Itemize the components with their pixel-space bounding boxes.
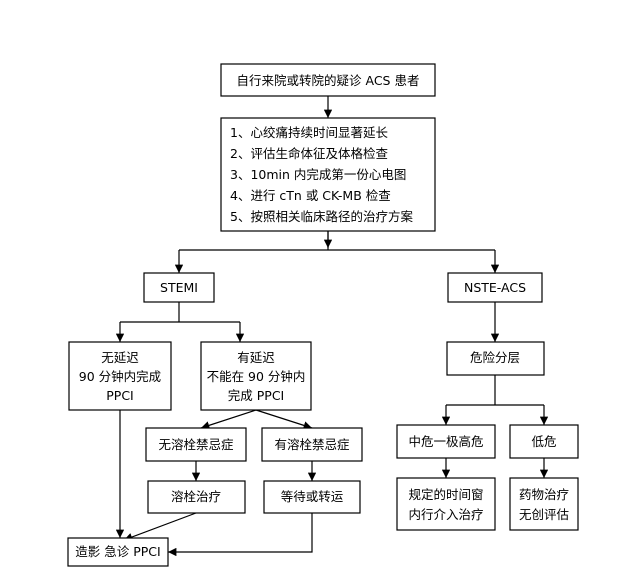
node-no-delay-line-1: 无延迟 [101,350,139,365]
node-mid-high-box [396,424,496,459]
node-wait-transfer-box [263,480,361,514]
node-no-contra: 无溶栓禁忌症 [145,427,247,462]
node-drug-box [509,477,579,531]
node-thrombolysis: 溶栓治疗 [147,480,246,514]
node-assess: 1、心绞痛持续时间显著延长 2、评估生命体征及体格检查 3、10min 内完成第… [220,117,436,232]
node-has-contra-box [261,427,363,462]
node-assess-line-5: 5、按照相关临床路径的治疗方案 [230,209,413,224]
edge-wait-angio [168,513,313,557]
node-angio: 造影 急诊 PPCI [67,537,169,567]
node-no-delay-line-2: 90 分钟内完成 [79,369,161,384]
node-wait-transfer-line-1: 等待或转运 [281,489,344,504]
node-delay-box [200,341,312,411]
node-start-box [220,63,436,97]
node-stemi-line-1: STEMI [160,280,198,295]
node-low: 低危 [509,424,579,459]
node-assess-line-3: 3、10min 内完成第一份心电图 [230,167,406,182]
node-no-delay-box [68,341,172,411]
node-no-delay: 无延迟 90 分钟内完成 PPCI [68,341,172,411]
node-stemi-box [143,272,215,303]
node-angio-box [67,537,169,567]
node-nste-line-1: NSTE-ACS [464,280,526,295]
node-start: 自行来院或转院的疑诊 ACS 患者 [220,63,436,97]
node-window-line-1: 规定的时间窗 [408,487,483,502]
node-delay-line-2: 不能在 90 分钟内 [207,369,306,384]
node-assess-line-2: 2、评估生命体征及体格检查 [230,146,388,161]
node-window: 规定的时间窗 内行介入治疗 [396,477,496,531]
node-assess-line-1: 1、心绞痛持续时间显著延长 [230,125,388,140]
node-no-delay-line-3: PPCI [106,388,134,403]
node-stemi: STEMI [143,272,215,303]
node-thrombolysis-line-1: 溶栓治疗 [171,489,221,504]
node-delay-line-3: 完成 PPCI [228,388,284,403]
node-mid-high: 中危一极高危 [396,424,496,459]
node-thrombolysis-box [147,480,246,514]
node-nste: NSTE-ACS [447,272,543,303]
node-has-contra: 有溶栓禁忌症 [261,427,363,462]
edge-delay-no-contra [200,409,257,430]
node-window-box [396,477,496,531]
node-risk: 危险分层 [446,341,545,376]
node-low-line-1: 低危 [531,434,556,449]
node-assess-box [220,117,436,232]
node-mid-high-line-1: 中危一极高危 [408,434,483,449]
node-nste-box [447,272,543,303]
node-low-box [509,424,579,459]
node-start-line-1: 自行来院或转院的疑诊 ACS 患者 [237,73,420,88]
node-delay-line-1: 有延迟 [237,350,275,365]
node-risk-line-1: 危险分层 [470,350,520,365]
edges [115,96,549,557]
node-drug-line-1: 药物治疗 [519,487,569,502]
node-drug-line-2: 无创评估 [519,507,569,522]
node-no-contra-line-1: 无溶栓禁忌症 [158,437,233,452]
node-no-contra-box [145,427,247,462]
node-drug: 药物治疗 无创评估 [509,477,579,531]
node-delay: 有延迟 不能在 90 分钟内 完成 PPCI [200,341,312,411]
node-assess-line-4: 4、进行 cTn 或 CK-MB 检查 [230,188,391,203]
edge-delay-has-contra [255,409,313,430]
node-angio-line-1: 造影 急诊 PPCI [75,544,160,559]
edge-thrombolysis-angio [123,512,197,541]
node-wait-transfer: 等待或转运 [263,480,361,514]
node-has-contra-line-1: 有溶栓禁忌症 [274,437,349,452]
node-risk-box [446,341,545,376]
node-window-line-2: 内行介入治疗 [408,507,483,522]
